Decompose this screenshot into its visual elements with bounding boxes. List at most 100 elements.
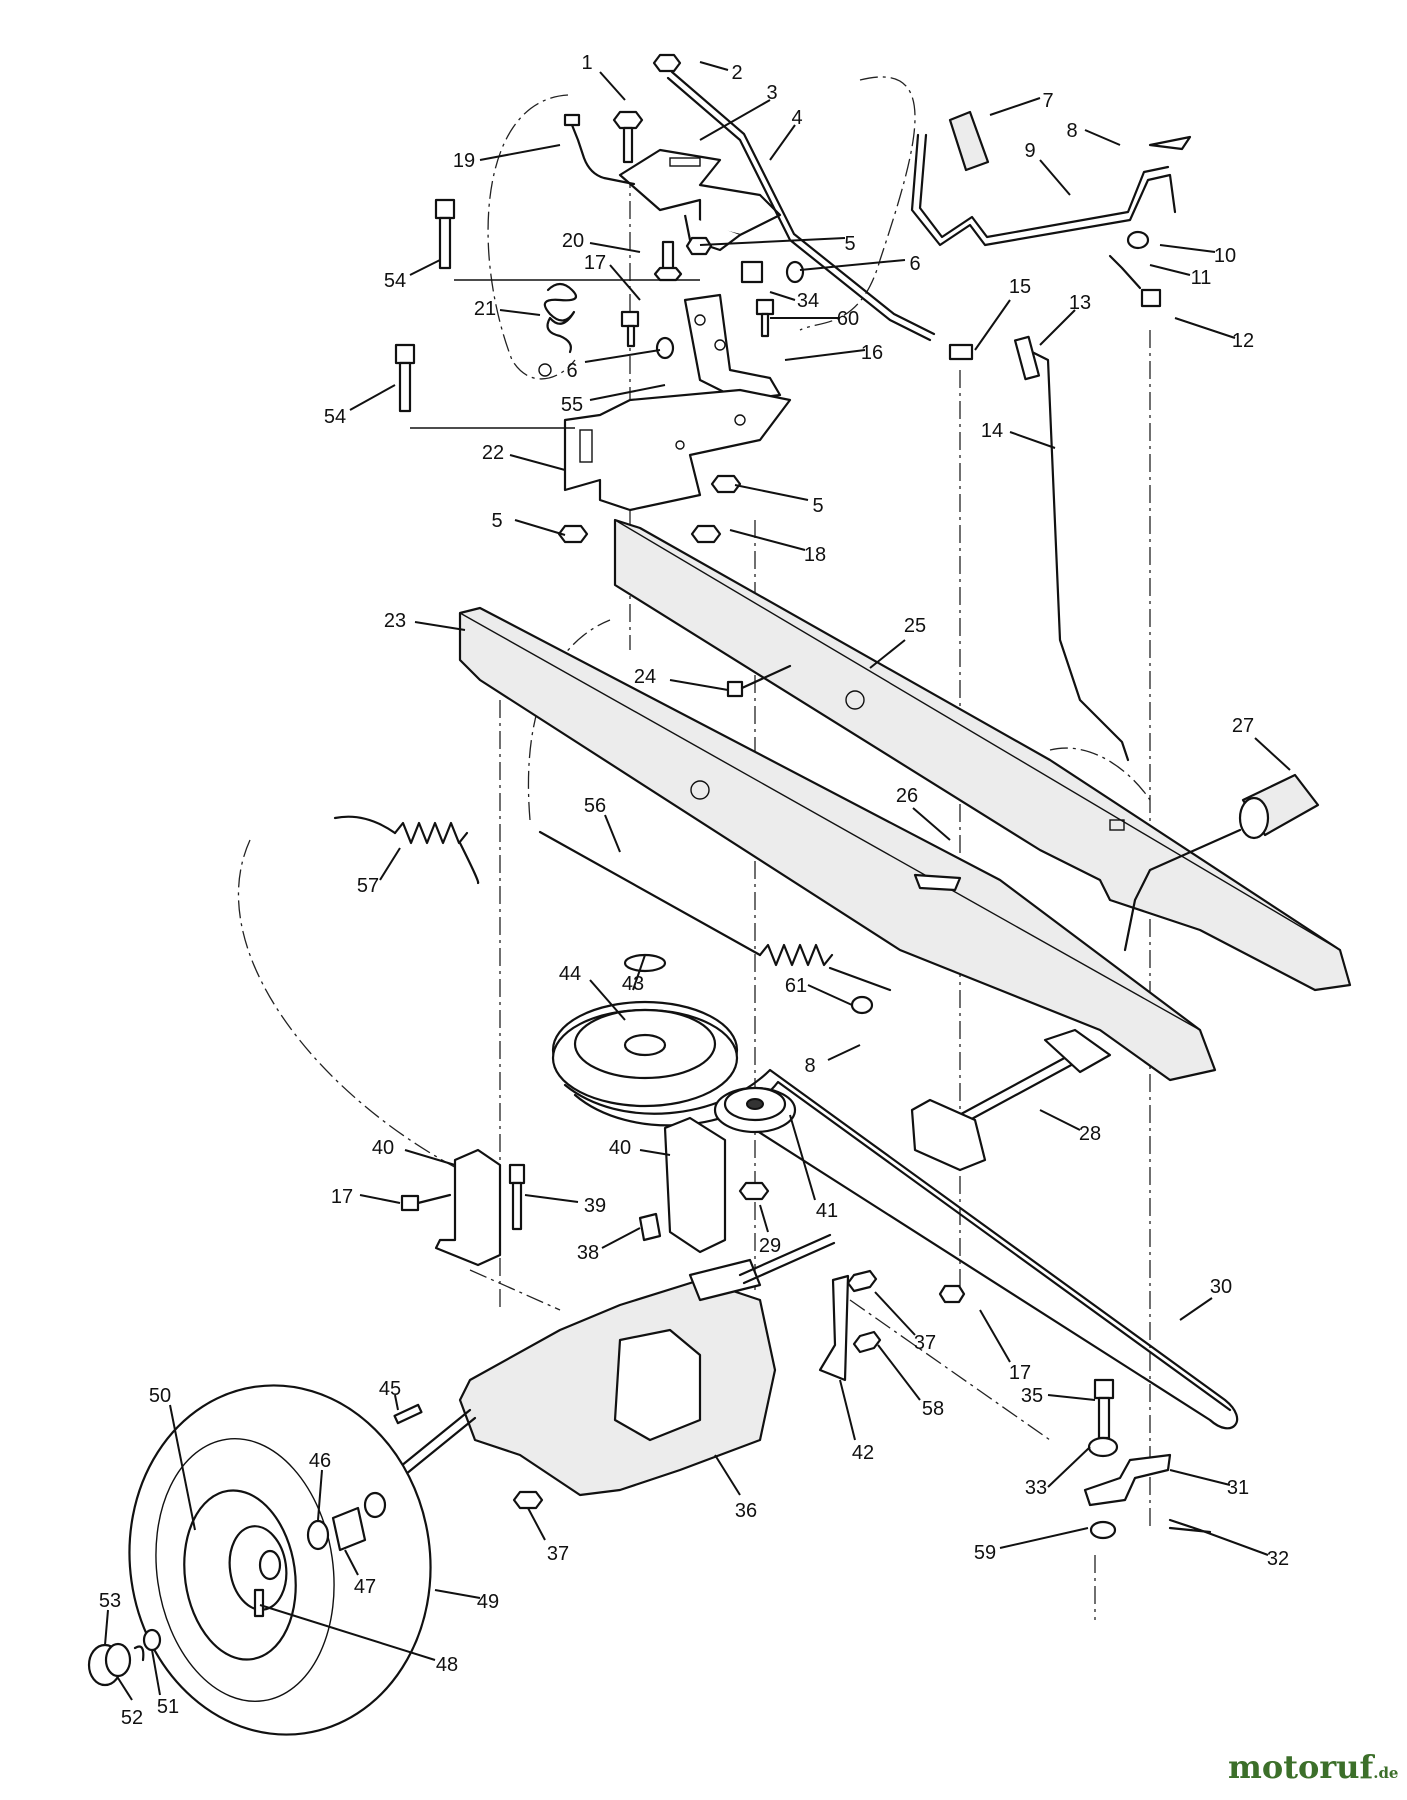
callout-label: 32 [1267, 1548, 1289, 1570]
callout-47: 47 [344, 1549, 376, 1598]
callout-10: 10 [1159, 244, 1236, 267]
callout-label: 5 [491, 510, 502, 532]
callout-9: 9 [1024, 140, 1071, 196]
callout-46: 46 [309, 1450, 331, 1521]
callout-label: 60 [837, 308, 859, 330]
callout-label: 49 [477, 1591, 499, 1613]
callout-5: 5 [491, 510, 566, 536]
callout-17: 17 [584, 252, 641, 301]
leader-line [1254, 737, 1291, 771]
callout-label: 35 [1021, 1385, 1043, 1407]
leader-line [434, 1589, 481, 1599]
leader-line [1039, 159, 1071, 196]
leader-line [1009, 431, 1056, 449]
spring-upper-21 [538, 282, 578, 377]
callout-label: 25 [904, 615, 926, 637]
leader-line [414, 621, 466, 631]
leader-line [1039, 309, 1076, 346]
leader-line [1169, 1469, 1231, 1486]
callout-14: 14 [981, 420, 1056, 449]
spring-57 [333, 815, 480, 885]
callout-39: 39 [524, 1194, 606, 1217]
callout-label: 57 [357, 875, 379, 897]
leader-line [1174, 317, 1236, 339]
callout-label: 61 [785, 975, 807, 997]
leader-line [1199, 1529, 1269, 1556]
callout-18: 18 [729, 529, 826, 566]
leader-line [789, 1114, 816, 1201]
leader-line [1084, 129, 1121, 146]
callout-3: 3 [699, 82, 778, 141]
axle-parts-45-47 [306, 1403, 423, 1552]
leader-line [912, 807, 951, 841]
callout-label: 40 [609, 1137, 631, 1159]
callout-43: 43 [622, 954, 646, 995]
callout-label: 34 [797, 290, 819, 312]
leader-line [714, 1454, 741, 1496]
callout-label: 38 [577, 1242, 599, 1264]
callout-label: 52 [121, 1707, 143, 1729]
callout-label: 6 [909, 253, 920, 275]
leader-line [869, 639, 906, 669]
callout-54: 54 [324, 384, 396, 428]
leader-line [769, 291, 796, 301]
leader-line [1047, 1446, 1091, 1488]
callout-label: 55 [561, 394, 583, 416]
callout-2: 2 [699, 61, 743, 84]
bracket-40-left [400, 1148, 526, 1267]
leader-line [999, 1527, 1089, 1549]
callout-label: 31 [1227, 1477, 1249, 1499]
callout-29: 29 [759, 1204, 781, 1257]
callout-37: 37 [874, 1291, 936, 1354]
callout-49: 49 [434, 1589, 499, 1613]
leader-line [479, 144, 561, 161]
callout-23: 23 [384, 610, 466, 632]
leader-line [1039, 1109, 1081, 1131]
callout-34: 34 [769, 290, 819, 312]
callout-33: 33 [1025, 1446, 1091, 1499]
callout-label: 18 [804, 544, 826, 566]
bracket-40-center [638, 1116, 727, 1254]
leader-line [759, 1204, 769, 1233]
callout-11: 11 [1149, 264, 1211, 289]
callout-60: 60 [770, 308, 859, 330]
callout-45: 45 [379, 1378, 401, 1411]
callout-53: 53 [99, 1590, 121, 1646]
bracket-31-hardware [1083, 1378, 1212, 1540]
callout-38: 38 [577, 1227, 641, 1264]
callout-54: 54 [384, 259, 441, 292]
leader-line [589, 242, 641, 253]
callout-label: 3 [766, 82, 777, 104]
leader-line [699, 237, 846, 246]
pulley-44 [551, 953, 739, 1108]
callout-label: 5 [844, 233, 855, 255]
leader-line [639, 1149, 671, 1156]
callout-50: 50 [149, 1385, 196, 1531]
leader-line [151, 1649, 161, 1696]
callout-label: 14 [981, 420, 1003, 442]
leader-line [669, 679, 729, 691]
callout-30: 30 [1179, 1276, 1232, 1321]
hardware-small [394, 53, 805, 544]
callout-label: 17 [1009, 1362, 1031, 1384]
plate-16 [683, 293, 782, 402]
callout-16: 16 [784, 342, 883, 364]
callout-label: 48 [436, 1654, 458, 1676]
callout-label: 22 [482, 442, 504, 464]
callout-label: 19 [453, 150, 475, 172]
callout-label: 54 [384, 270, 406, 292]
leader-line [394, 1394, 399, 1411]
leader-line [589, 979, 626, 1021]
leader-line [729, 529, 806, 551]
callout-40: 40 [372, 1137, 456, 1166]
leader-line [104, 1609, 109, 1646]
callout-label: 17 [331, 1186, 353, 1208]
callout-label: 37 [547, 1543, 569, 1565]
callout-40: 40 [609, 1137, 671, 1159]
callout-label: 53 [99, 1590, 121, 1612]
callout-24: 24 [634, 666, 729, 691]
rear-wheel-49 [128, 1384, 432, 1736]
callout-label: 46 [309, 1450, 331, 1472]
